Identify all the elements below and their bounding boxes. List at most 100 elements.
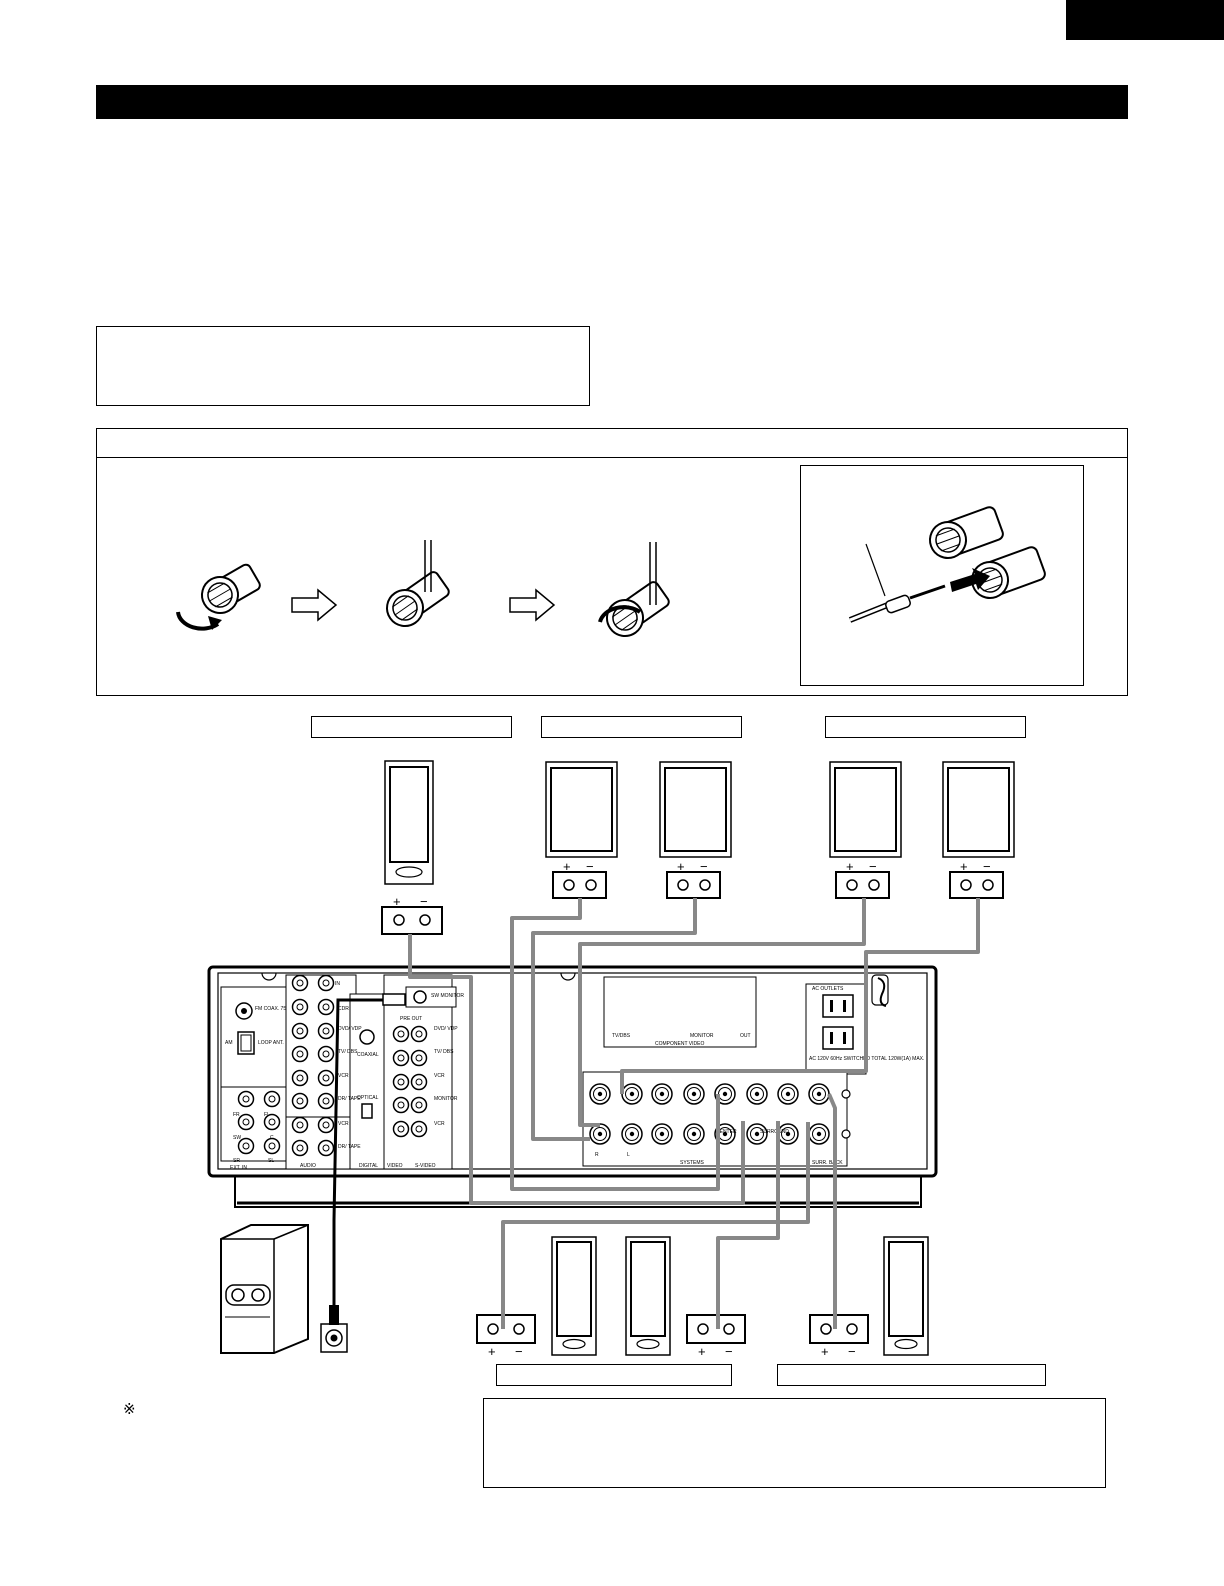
rca-jack [237,1090,255,1108]
rca-jack [291,974,309,992]
speaker-cables [408,898,980,1329]
rca-jack [317,974,335,992]
page-corner-tab [1066,0,1224,40]
rca-jack [410,1120,428,1138]
svg-text:−: − [420,894,428,909]
component-monitor-label: MONITOR [690,1033,714,1039]
svg-text:−: − [725,1344,733,1359]
front-lower-left-speaker-icon [551,1236,597,1356]
label-surround-speakers [825,716,1026,738]
rca-jack [317,998,335,1016]
component-tv-dbs-label: TV/DBS [612,1033,631,1039]
binding-post-top [808,1083,830,1105]
vcr-video-label: VCR [434,1073,445,1079]
binding-post-top [683,1083,705,1105]
subwoofer-icon [220,1224,309,1354]
fl-label: FL [264,1112,270,1118]
svg-text:+: + [393,894,401,909]
binding-post-top [589,1083,611,1105]
r-tag-label: R [595,1152,599,1158]
rca-jack [263,1137,281,1155]
dr-tape-out-label: DR/ TAPE [338,1144,361,1150]
binding-post-top [746,1083,768,1105]
center-speaker-cable [408,934,745,1205]
audio-label: AUDIO [300,1163,316,1169]
svg-text:+: + [677,859,685,874]
label-center-speaker [311,716,512,738]
ext-in-label: EXT. IN [230,1165,247,1171]
l-tag-label: L [627,1152,630,1158]
loop-ant-label: LOOP ANT. [258,1040,284,1046]
fr-label: FR [233,1112,240,1118]
tv-dbs-video-label: TV/ DBS [434,1049,454,1055]
rca-jack [291,1069,309,1087]
rca-jack [263,1113,281,1131]
front-left-cable-plus [510,898,720,1191]
terminal-step-1 [176,563,261,631]
svg-text:+: + [563,859,571,874]
monitor-video-label: MONITOR [434,1096,458,1102]
top-speaker-terminals: +− +− +− +− +− [381,859,1004,935]
av-receiver-rear-panel: FM COAX. 75 Ω AM LOOP ANT. EXT. IN AUDIO… [207,965,938,1208]
svg-text:+: + [821,1344,829,1359]
surround-right-cable [620,898,980,1094]
rca-jack [291,998,309,1016]
rca-jack [410,1025,428,1043]
sl-label: SL [268,1158,274,1164]
banana-plug-illustration [848,506,1046,623]
sr-label: SR [233,1158,240,1164]
arrow-right-icon [291,588,338,622]
lower-speaker-terminals: +− +− +− [476,1314,869,1359]
svg-text:−: − [983,859,991,874]
front-lower-right-speaker-icon [625,1236,671,1356]
section-title-bar [96,85,1128,119]
rca-jack [291,1045,309,1063]
rca-jack [291,1022,309,1040]
label-front-speakers [541,716,742,738]
svg-text:−: − [848,1344,856,1359]
rca-jack [410,1049,428,1067]
binding-post-top [777,1083,799,1105]
binding-post-bottom [621,1123,643,1145]
pre-out-label: PRE OUT [400,1016,422,1022]
optical-label: OPTICAL [357,1095,379,1101]
rca-jack [317,1045,335,1063]
surround-back-speaker-icon [883,1236,929,1356]
rca-jack [317,1022,335,1040]
rca-jack [392,1049,410,1067]
rca-jack [291,1116,309,1134]
sw-label: SW [233,1135,241,1141]
terminal-step-2 [378,540,450,635]
systems-label: SYSTEMS [680,1160,705,1166]
surround-terminal-label: SURROUND [760,1129,789,1135]
rca-jack [291,1139,309,1157]
svg-text:+: + [698,1344,706,1359]
label-front-lower [496,1364,732,1386]
surround-back-cable [827,1093,837,1329]
rca-jack [317,1116,335,1134]
surround-left-speaker-icon [829,761,902,858]
svg-text:+: + [846,859,854,874]
svg-text:+: + [960,859,968,874]
front-lower-right-cable [716,1121,780,1329]
fm-coax-label: FM COAX. 75 Ω [255,1006,292,1012]
rca-jack [410,1073,428,1091]
terminal-step-3 [598,542,670,645]
front-right-speaker-icon [659,761,732,858]
subwoofer-cable [332,998,385,1305]
rca-jack [237,1137,255,1155]
video-label: VIDEO [387,1163,403,1169]
center-terminal-label: CENTER [716,1129,737,1135]
surround-left-cable [578,898,866,1127]
rca-plug [382,993,406,1006]
dvd-vdp-video-label: DVD/ VDP [434,1026,458,1032]
vcr-out-label: VCR [338,1121,349,1127]
arrow-right-icon [509,588,556,622]
sw-monitor-label: SW MONITOR [431,993,464,999]
coaxial-label: COAXIAL [357,1052,379,1058]
rca-jack [291,1092,309,1110]
rca-jack [392,1120,410,1138]
ac-outlets-label: AC OUTLETS [812,986,844,992]
banana-plug-box [800,465,1084,686]
